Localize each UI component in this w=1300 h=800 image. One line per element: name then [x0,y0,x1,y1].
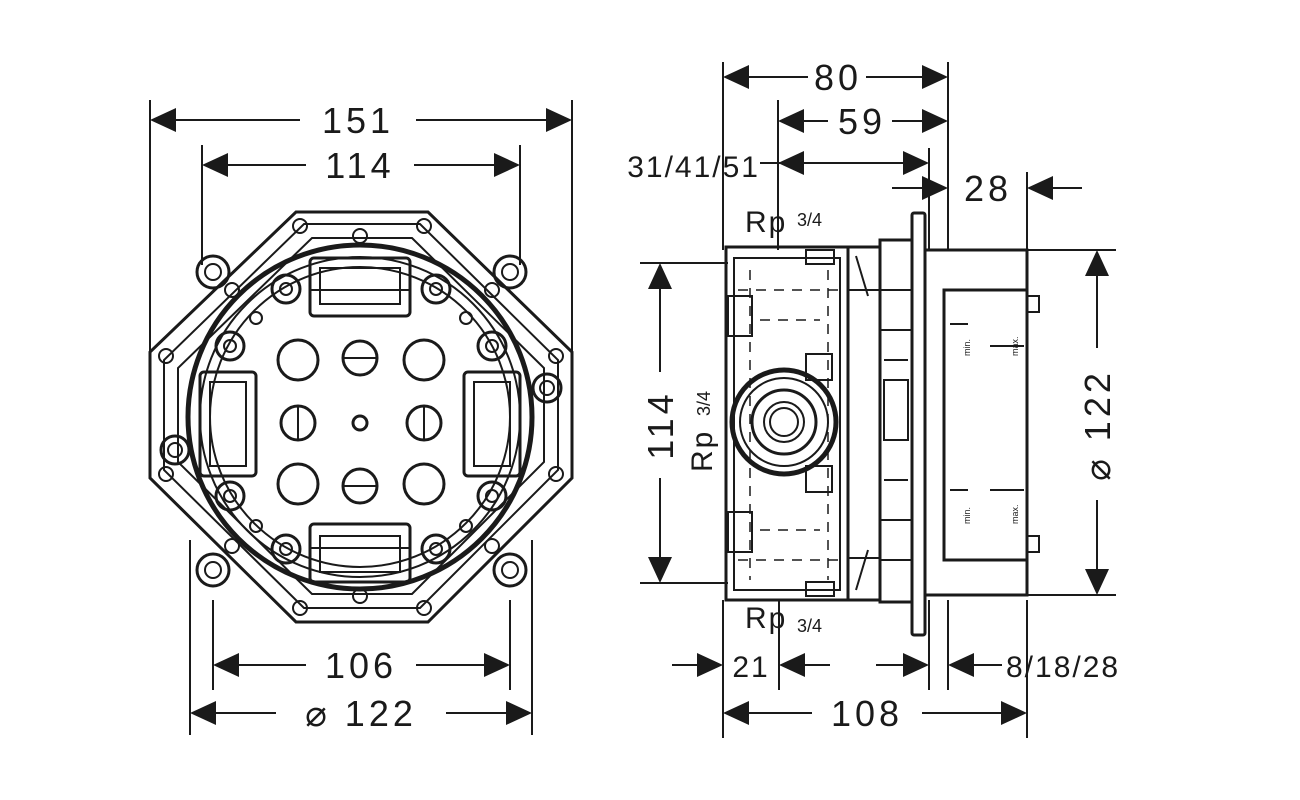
dim-plate: 28 [892,168,1082,209]
dim-height: 114 [640,263,681,583]
dim-depth-mid-label: 59 [838,101,886,142]
dim-front-diameter: ⌀ 122 [190,693,532,734]
dim-height-label: 114 [640,390,681,459]
thread-side-fraction: 3/4 [694,391,714,416]
thread-label-top: Rp 3/4 [745,206,822,239]
dim-depth-mid: 59 [778,101,948,142]
dim-inner-width-label: 114 [325,145,394,186]
front-view: 151 114 [148,100,574,735]
connection-clips [727,249,869,597]
thread-bottom-label: Rp [745,602,787,635]
min-label-bottom: min. [962,507,972,524]
frame-rivets [158,218,564,616]
screw-bosses [214,273,508,565]
thread-label-bottom: Rp 3/4 [745,602,822,636]
dim-front-offset: 21 [672,651,830,684]
side-view: 80 59 31/41/51 28 Rp 3/4 [627,57,1120,738]
dim-depth-total: 80 [723,57,948,98]
dim-mount-spacing: 106 [213,645,510,686]
range-markers: min. max. min. max. [950,323,1024,524]
thread-label-side: Rp 3/4 [686,391,719,472]
dim-side-diameter-label: ⌀ 122 [1077,369,1118,481]
mounting-frame [148,210,574,624]
max-label-bottom: max. [1010,504,1020,524]
dim-front-diameter-label: ⌀ 122 [305,693,417,734]
dim-depth-range-label: 31/41/51 [627,151,760,184]
thread-side-label: Rp [686,430,719,472]
dim-total-length: 108 [723,693,1027,734]
port-housings [198,256,522,584]
dim-inner-width: 114 [202,145,520,186]
dim-depth-range: 31/41/51 [627,151,929,184]
dim-depth-total-label: 80 [814,57,862,98]
dim-rear-range: 8/18/28 [876,651,1120,684]
thread-top-label: Rp [745,206,787,239]
dim-rear-range-label: 8/18/28 [1006,651,1120,684]
side-port [729,367,839,477]
dim-plate-label: 28 [964,168,1012,209]
inner-ports [276,338,446,506]
min-label-top: min. [962,339,972,356]
dim-overall-width-label: 151 [322,100,394,141]
thread-top-fraction: 3/4 [797,210,822,230]
dim-mount-spacing-label: 106 [325,645,397,686]
dim-front-offset-label: 21 [732,651,769,684]
valve-body [724,211,1040,637]
hidden-lines [738,270,840,580]
dim-overall-width: 151 [150,100,572,141]
dim-side-diameter: ⌀ 122 [1077,250,1118,595]
thread-bottom-fraction: 3/4 [797,616,822,636]
dim-total-length-label: 108 [831,693,903,734]
side-extension-lines [640,62,1116,738]
